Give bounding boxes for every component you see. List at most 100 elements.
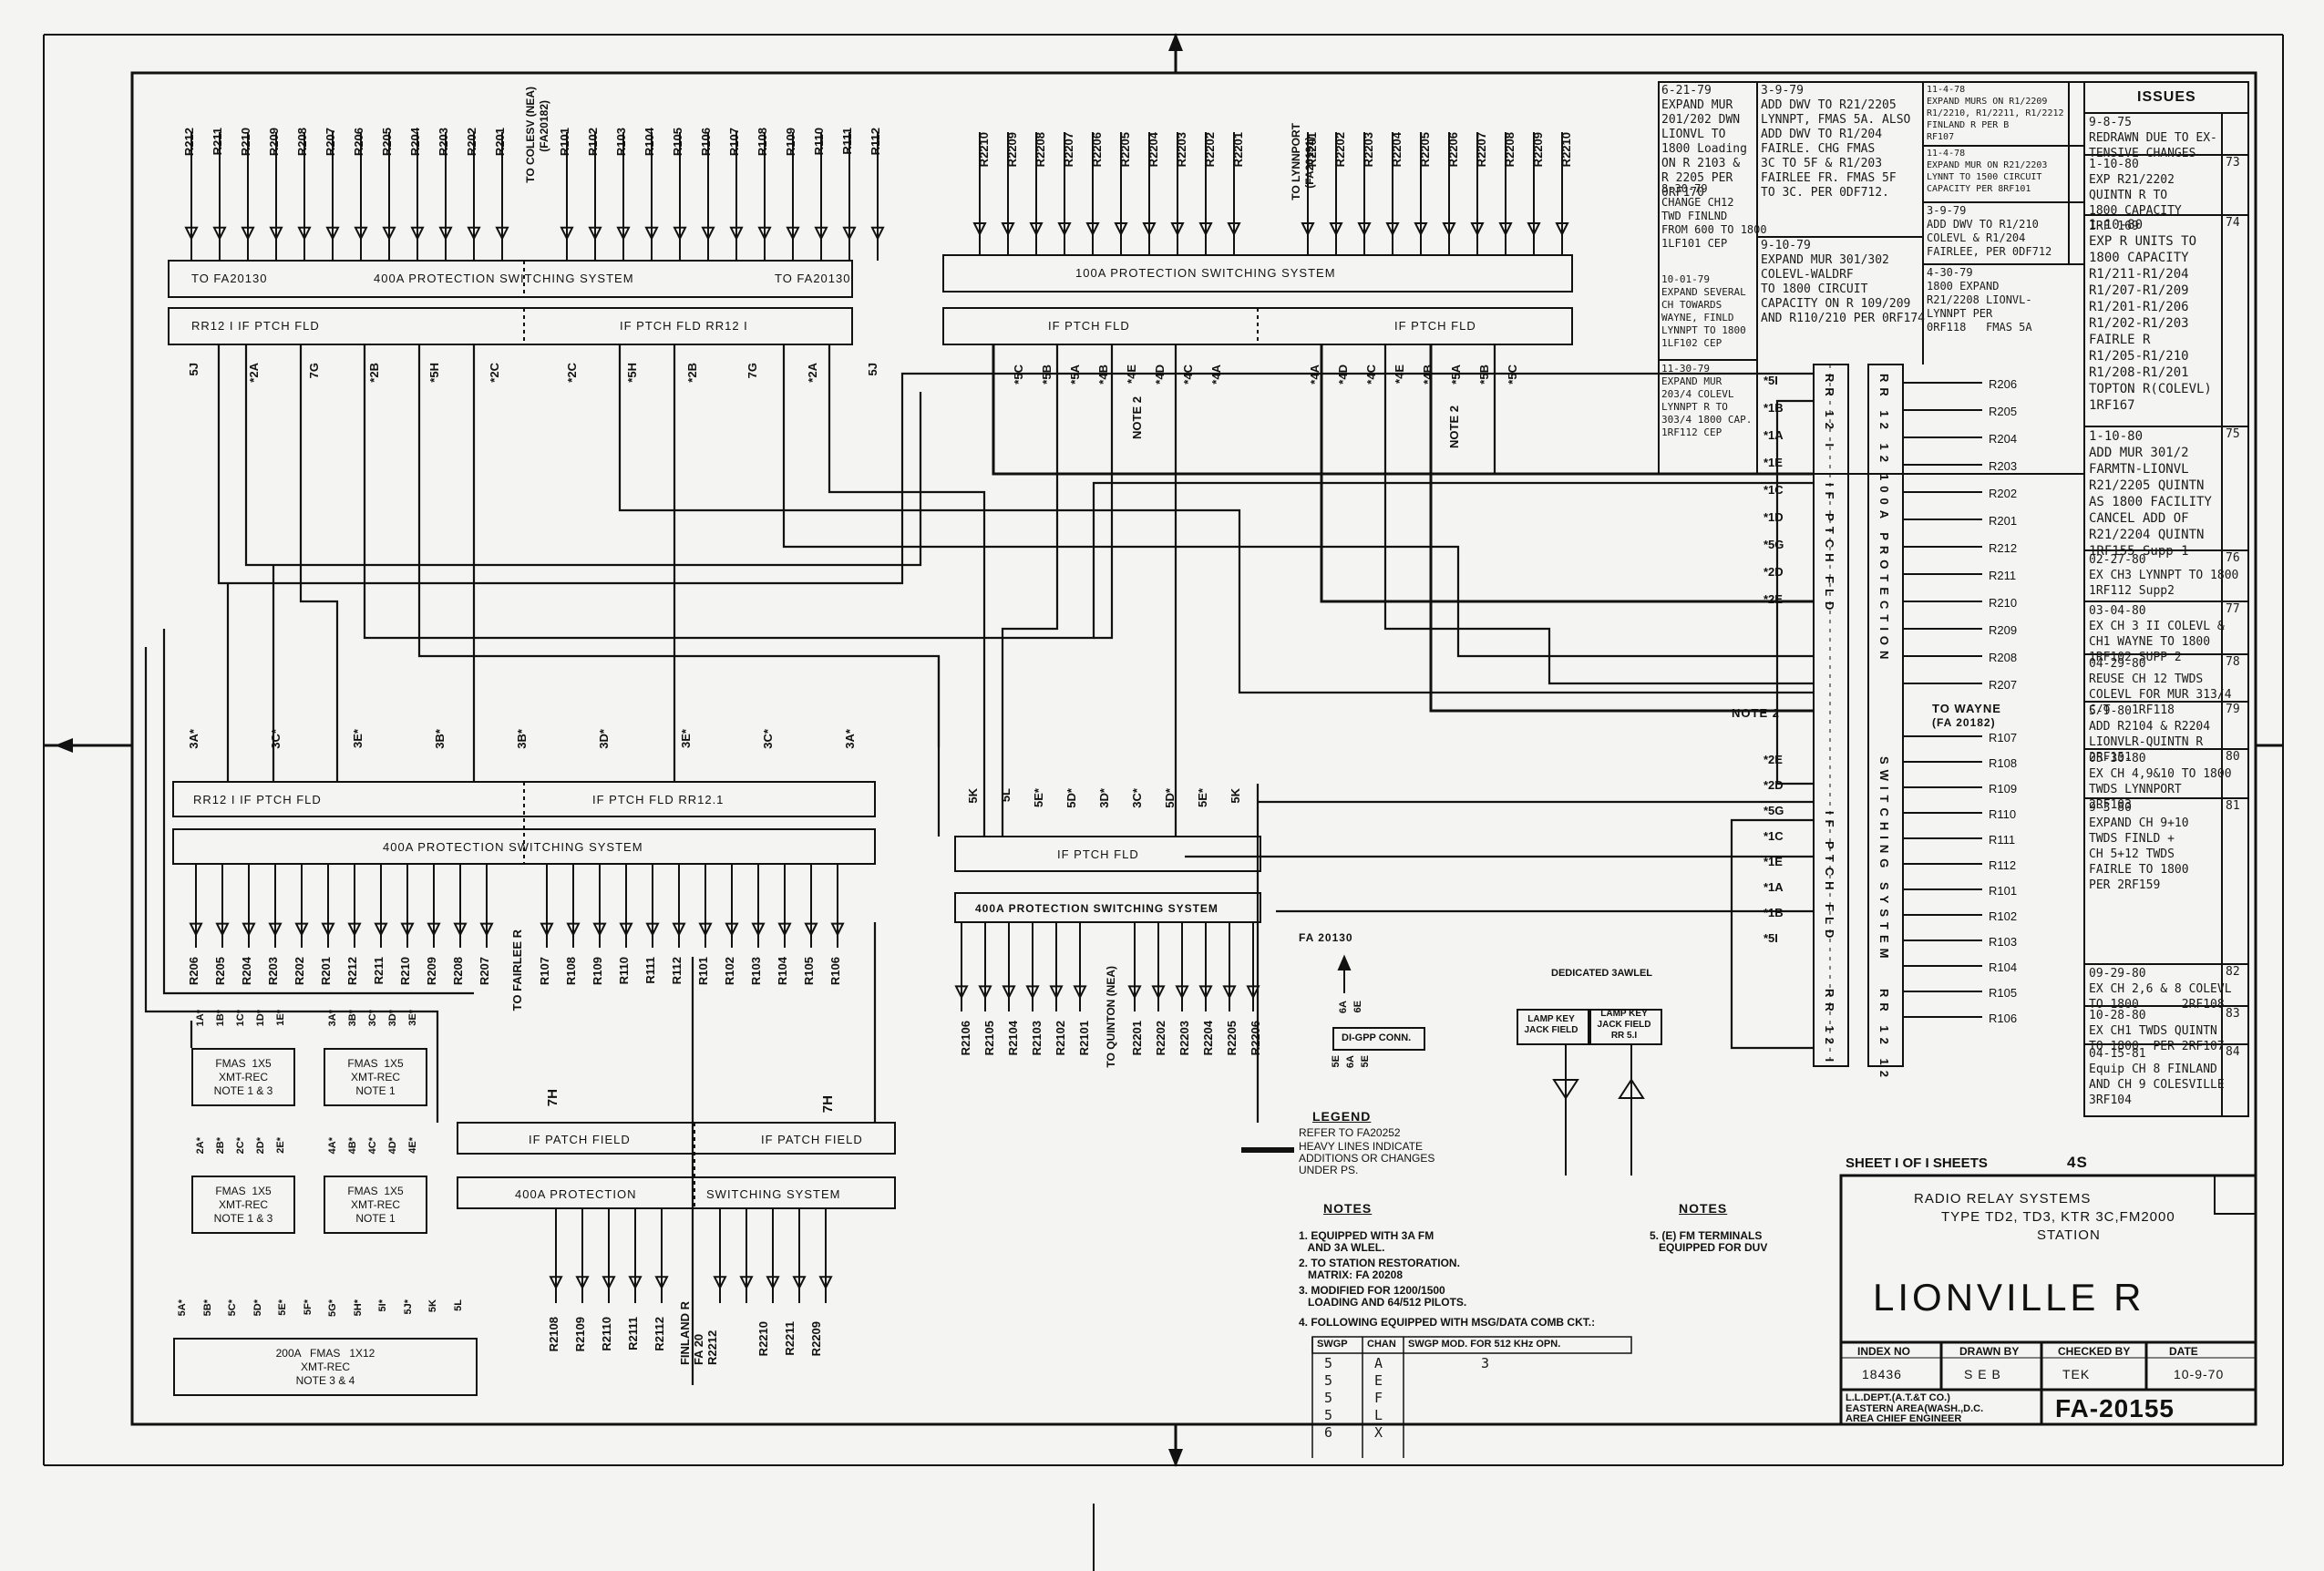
channel-label: R105 <box>671 128 684 157</box>
amplifier-symbol <box>549 1276 563 1290</box>
fmas-tag: 5E* <box>1196 788 1209 807</box>
fmas-tag: 5J* <box>402 1299 414 1315</box>
fmas-tag: *5G <box>1764 538 1784 551</box>
issue-entry: 09-29-80 EX CH 2,6 & 8 COLEVL TO 1800 2R… <box>2089 967 2232 1011</box>
fmas-tag: *1B <box>1764 401 1784 415</box>
channel-label: R208 <box>451 957 465 986</box>
channel-label: R2211 <box>783 1321 797 1356</box>
channel-label: R103 <box>749 957 763 986</box>
fmas-tag: *4E <box>1393 365 1406 384</box>
change-note: 3-9-79 ADD DWV TO R21/2205 LYNNPT, FMAS … <box>1761 84 1911 200</box>
tr-patch-right: IF PTCH FLD <box>1394 319 1476 333</box>
amplifier-symbol <box>269 226 283 241</box>
issue-entry: 10-28-80 EX CH1 TWDS QUINTN TO 1800 PER … <box>2089 1009 2225 1053</box>
issue-entry: 04-29-80 REUSE CH 12 TWDS COLEVL FOR MUR… <box>2089 657 2232 717</box>
fmas-tag: 3D* <box>1097 788 1111 808</box>
title-block-header: CHECKED BY <box>2058 1345 2131 1358</box>
channel-label: R102 <box>723 957 736 986</box>
channel-label: R105 <box>802 957 816 986</box>
title-block-value: S E B <box>1964 1367 2001 1381</box>
mid-right-system <box>954 836 1261 923</box>
fmas-tag: *5A <box>1449 365 1463 385</box>
amplifier-symbol <box>1527 222 1541 237</box>
right-vertical-system <box>1813 364 1904 1067</box>
amplifier-symbol <box>1085 222 1100 237</box>
fmas-tag: *2E <box>1764 592 1783 606</box>
channel-label: R209 <box>425 957 438 986</box>
fmas-tag: 4A* <box>327 1137 338 1155</box>
channel-label: R109 <box>591 957 604 986</box>
note-item: 1. EQUIPPED WITH 3A FM AND 3A WLEL. <box>1299 1229 1435 1254</box>
amplifier-symbol <box>1198 222 1213 237</box>
channel-label: R206 <box>187 957 201 986</box>
amplifier-symbol <box>540 922 554 937</box>
issue-number: 78 <box>2226 655 2240 669</box>
fmas-tag: *1C <box>1764 829 1784 843</box>
amplifier-symbol <box>268 922 283 937</box>
fmas-tag: *5I <box>1764 374 1778 387</box>
channel-label: R110 <box>617 957 631 985</box>
amplifier-symbol <box>713 1276 727 1290</box>
fmas-tag: 3C* <box>367 1010 378 1027</box>
issue-number: 77 <box>2226 602 2240 616</box>
tl-patch-right: IF PTCH FLD RR12 I <box>620 319 748 333</box>
fmas-tag: *2B <box>685 363 699 383</box>
tl-patch-left: RR12 I IF PTCH FLD <box>191 319 320 333</box>
tag-7h-right: 7H <box>820 1095 836 1114</box>
di-gpp-tag: 6A <box>1345 1055 1356 1069</box>
fmas-tag: 5B* <box>201 1299 213 1317</box>
fmas-tag: 5K <box>427 1299 438 1313</box>
fmas-tag: *1A <box>1764 880 1784 894</box>
channel-label: R205 <box>213 957 227 986</box>
fmas-tag: 5L <box>452 1299 464 1311</box>
channel-label: R207 <box>324 128 337 157</box>
notes-title: NOTES <box>1323 1201 1373 1216</box>
legend-line1: REFER TO FA20252 <box>1299 1126 1401 1139</box>
amplifier-symbol <box>616 226 631 241</box>
fmas-tag: 1B* <box>215 1010 226 1027</box>
channel-label: R212 <box>182 128 196 157</box>
channel-label: R2204 <box>1201 1021 1215 1056</box>
amplifier-symbol <box>644 226 659 241</box>
channel-label: R104 <box>643 128 656 157</box>
issue-entry: 04-15-81 Equip CH 8 FINLAND AND CH 9 COL… <box>2089 1047 2225 1107</box>
dept-line1: L.L.DEPT.(A.T.&T CO.) <box>1846 1392 1950 1403</box>
fmas-tag: *5G <box>1764 804 1784 817</box>
amplifier-symbol <box>189 922 203 937</box>
fmas-tag: 2B* <box>215 1137 226 1155</box>
fmas-tag: *1D <box>1764 510 1784 524</box>
channel-label: R205 <box>380 128 394 157</box>
amplifier-symbol <box>842 226 857 241</box>
fmas-tag: 3E* <box>351 729 365 748</box>
channel-label: R211 <box>372 957 386 985</box>
amplifier-symbol <box>766 1276 780 1290</box>
fmas-tag: 1D* <box>255 1010 266 1027</box>
amplifier-symbol <box>1222 985 1237 1000</box>
fmas-tag: *5C <box>1506 365 1519 385</box>
amplifier-symbol <box>241 226 255 241</box>
rs-col2c: SWITCHING SYSTEM <box>1877 756 1891 964</box>
wire <box>618 344 1814 694</box>
channel-label: R108 <box>756 128 769 157</box>
change-note: 10-01-79 EXPAND SEVERAL CH TOWARDS WAYNE… <box>1661 273 1746 349</box>
wire <box>992 344 1814 476</box>
fmas-tag: *4A <box>1308 365 1321 385</box>
fmas-tag: *5H <box>625 363 639 383</box>
channel-label: R206 <box>352 128 365 157</box>
amplifier-symbol <box>1385 222 1400 237</box>
fmas-tag: 2A* <box>195 1137 206 1155</box>
title-block-header: INDEX NO <box>1857 1345 1911 1358</box>
issue-entry: 1-10-80 EXP R21/2202 QUINTN R TO 1800 CA… <box>2089 158 2182 233</box>
rs-col2: RR 12 12 <box>1877 374 1891 467</box>
channel-label: R111 <box>643 957 657 984</box>
fmas-tag: *5B <box>1040 365 1054 385</box>
channel-label: R101 <box>696 957 710 986</box>
title-block-value: 10-9-70 <box>2174 1367 2225 1381</box>
issue-entry: 5-9-80 ADD R2104 & R2204 LIONVLR-QUINTN … <box>2089 704 2211 765</box>
wire <box>244 344 922 567</box>
tl-system-mid: 400A PROTECTION SWITCHING SYSTEM <box>374 272 634 285</box>
fmas-box: FMAS 1X5 XMT-REC NOTE 1 & 3 <box>191 1176 295 1234</box>
mid-left-system <box>172 781 876 865</box>
amplifier-symbol <box>410 226 425 241</box>
amplifier-symbol <box>619 922 633 937</box>
